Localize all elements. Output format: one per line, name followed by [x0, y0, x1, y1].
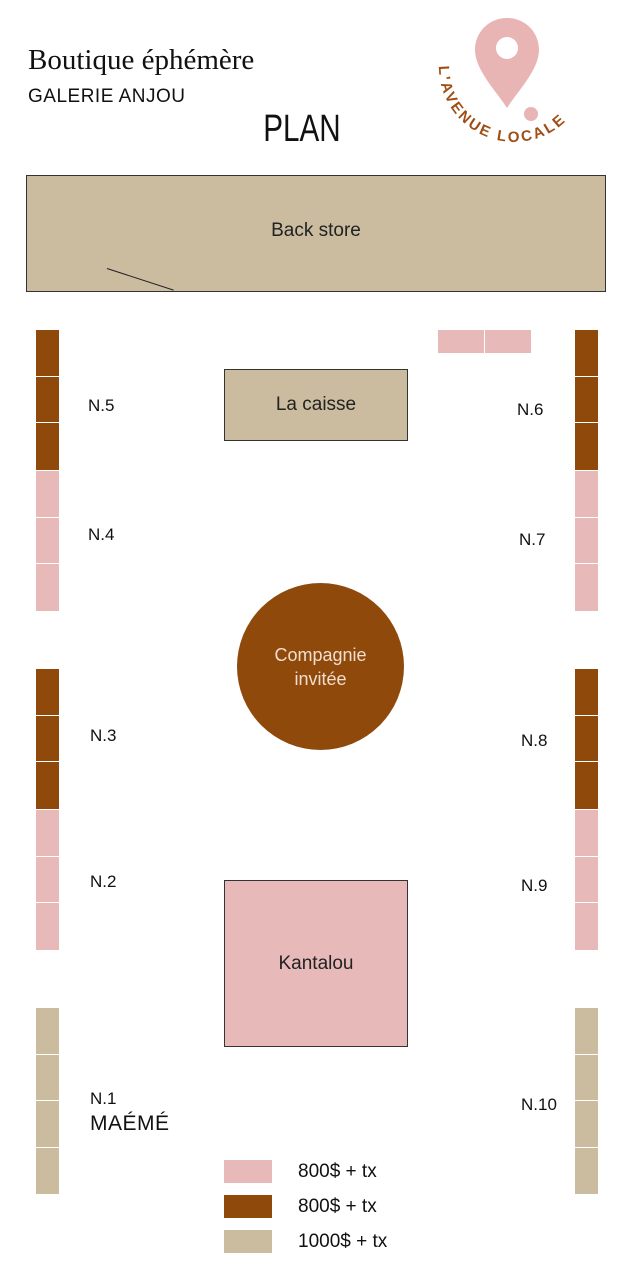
strip-cell	[36, 564, 59, 611]
strip-cell	[36, 517, 59, 564]
strip-cell	[575, 330, 598, 377]
display-strip-top	[438, 330, 531, 353]
strip-cell	[575, 1054, 598, 1101]
kantalou-label: Kantalou	[278, 952, 354, 974]
strip-cell	[36, 715, 59, 762]
legend-label: 800$ + tx	[298, 1195, 377, 1217]
legend-swatch	[224, 1195, 272, 1218]
booth-strip-n3	[36, 669, 59, 809]
strip-cell	[575, 715, 598, 762]
guest-company-label: Compagnie invitée	[274, 644, 367, 689]
strip-cell	[36, 810, 59, 857]
booth-strip-n9	[575, 810, 598, 950]
strip-cell	[575, 856, 598, 903]
strip-cell	[575, 1008, 598, 1055]
strip-cell	[36, 1054, 59, 1101]
booth-label-n6: N.6	[517, 400, 544, 419]
legend-item: 800$ + tx	[224, 1195, 377, 1218]
strip-cell	[36, 376, 59, 423]
booth-strip-n2	[36, 810, 59, 950]
booth-strip-n7	[575, 471, 598, 611]
logo: L'AVENUE LOCALE	[435, 18, 567, 146]
strip-cell	[36, 903, 59, 950]
booth-strip-n4	[36, 471, 59, 611]
strip-cell	[575, 376, 598, 423]
plan-heading: PLAN	[263, 108, 341, 150]
booth-label-n1: N.1	[90, 1089, 117, 1108]
booth-strip-n1	[36, 1008, 59, 1194]
page-title: Boutique éphémère	[28, 44, 255, 76]
door-swing-line	[106, 268, 174, 291]
guest-company-area: Compagnie invitée	[237, 583, 404, 750]
strip-cell	[36, 423, 59, 470]
cash-desk-label: La caisse	[275, 394, 357, 415]
booth-label-n5: N.5	[88, 396, 115, 415]
strip-cell	[575, 471, 598, 518]
strip-cell	[36, 856, 59, 903]
strip-cell	[575, 810, 598, 857]
strip-cell	[575, 762, 598, 809]
booth-label-n2: N.2	[90, 872, 117, 891]
kantalou-area: Kantalou	[224, 880, 408, 1047]
booth-strip-n10	[575, 1008, 598, 1194]
strip-cell	[575, 423, 598, 470]
booth-label-n4: N.4	[88, 525, 115, 544]
booth-label-n10: N.10	[521, 1095, 557, 1114]
strip-cell	[575, 517, 598, 564]
back-store-label: Back store	[271, 220, 361, 241]
legend-label: 1000$ + tx	[298, 1230, 388, 1252]
booth-strip-n5	[36, 330, 59, 470]
strip-cell	[575, 1101, 598, 1148]
strip-cell	[36, 762, 59, 809]
strip-cell	[438, 330, 485, 353]
strip-cell	[575, 1147, 598, 1194]
page-subtitle: GALERIE ANJOU	[28, 86, 186, 107]
cash-desk: La caisse	[224, 369, 408, 441]
legend-item: 800$ + tx	[224, 1160, 377, 1183]
booth-label-n9: N.9	[521, 876, 548, 895]
booth-tenant-n1: MAÉMÉ	[90, 1112, 170, 1135]
strip-cell	[484, 330, 531, 353]
strip-cell	[36, 1147, 59, 1194]
strip-cell	[575, 669, 598, 716]
legend-swatch	[224, 1160, 272, 1183]
strip-cell	[36, 330, 59, 377]
booth-label-n3: N.3	[90, 726, 117, 745]
booth-strip-n8	[575, 669, 598, 809]
legend-item: 1000$ + tx	[224, 1230, 387, 1253]
map-pin-icon	[475, 18, 539, 121]
strip-cell	[575, 903, 598, 950]
legend-swatch	[224, 1230, 272, 1253]
booth-label-n7: N.7	[519, 530, 546, 549]
strip-cell	[36, 1101, 59, 1148]
strip-cell	[36, 471, 59, 518]
strip-cell	[36, 1008, 59, 1055]
back-store: Back store	[26, 175, 606, 292]
booth-strip-n6	[575, 330, 598, 470]
legend-label: 800$ + tx	[298, 1160, 377, 1182]
booth-label-n8: N.8	[521, 731, 548, 750]
strip-cell	[36, 669, 59, 716]
strip-cell	[575, 564, 598, 611]
